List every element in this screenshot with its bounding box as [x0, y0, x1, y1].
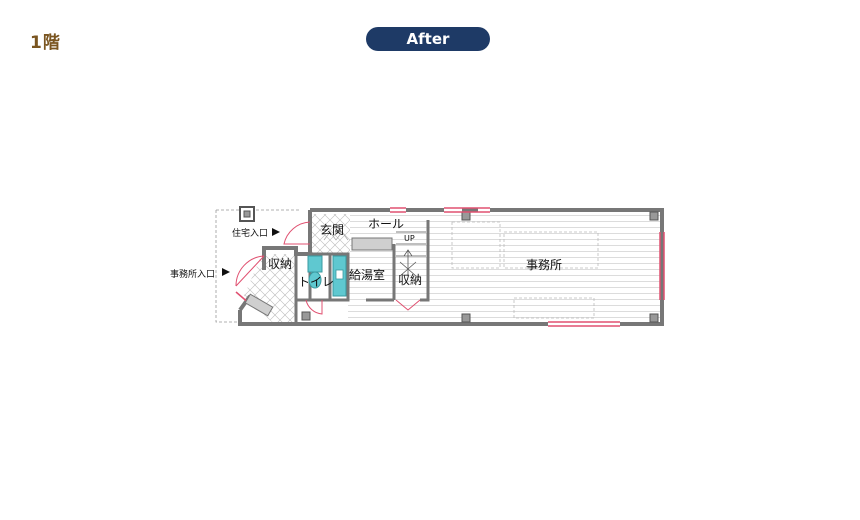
office-layout-guides: [451, 221, 599, 319]
after-badge: After: [366, 27, 490, 51]
room-storage-right-label: 収納: [398, 273, 422, 287]
residence-entrance-arrow: [272, 228, 280, 236]
office-entry-step: [244, 293, 274, 317]
room-storage-left-label: 収納: [268, 257, 292, 271]
toilet-fixture: [307, 255, 323, 289]
columns: [239, 206, 659, 323]
room-kitchenette-label: 給湯室: [349, 267, 385, 282]
office-entrance-arrow: [222, 268, 230, 276]
office-entrance-label: 事務所入口: [170, 268, 215, 280]
stair-up-label: UP: [404, 234, 415, 243]
stair: [396, 231, 426, 277]
entry-shelf: [351, 237, 393, 251]
site-boundary: [215, 209, 300, 323]
entry-step: [323, 231, 349, 241]
kitchen-sink: [332, 255, 347, 297]
floor-label: 1階: [30, 33, 61, 53]
doors: [235, 221, 421, 315]
office-floor: [428, 210, 660, 322]
room-entry-label: 玄関: [320, 222, 344, 237]
room-hall-label: ホール: [368, 217, 404, 231]
residence-entrance-label: 住宅入口: [232, 227, 268, 239]
room-toilet-label: トイレ: [298, 275, 334, 289]
room-office-label: 事務所: [526, 258, 562, 272]
